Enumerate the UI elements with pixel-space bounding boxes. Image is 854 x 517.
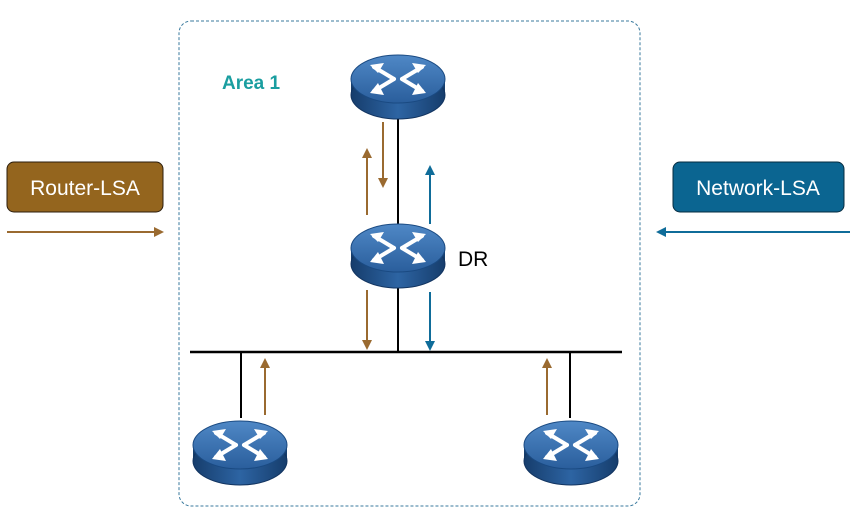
network-lsa-legend-label: Network-LSA (696, 177, 820, 200)
area-label: Area 1 (222, 73, 281, 94)
router-icon (191, 419, 289, 487)
network-lsa-legend-box (672, 161, 845, 213)
router-lsa-legend-box (6, 161, 164, 213)
dr-label: DR (458, 248, 488, 271)
router-lsa-legend-label: Router-LSA (30, 177, 140, 200)
router-icon (349, 53, 447, 121)
router-icon (349, 222, 447, 290)
area-boundary (178, 20, 641, 507)
router-icon (522, 419, 620, 487)
